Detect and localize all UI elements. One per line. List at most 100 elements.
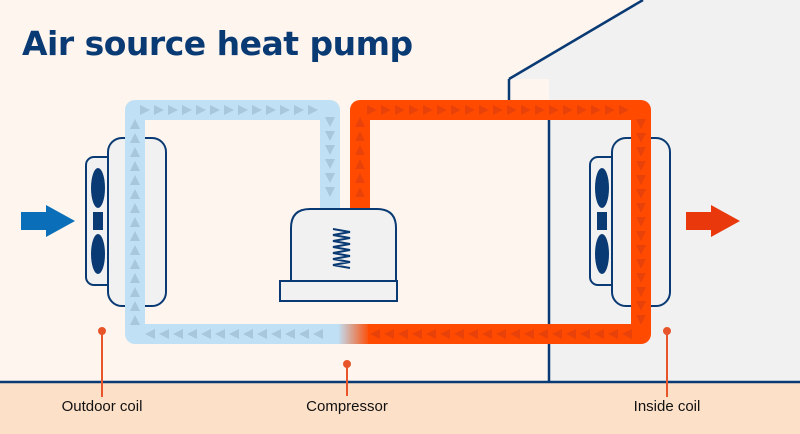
flow-chevron-icon: [451, 105, 461, 115]
flow-chevron-icon: [552, 329, 562, 339]
flow-chevron-icon: [257, 329, 267, 339]
pipe-transition: [338, 324, 370, 344]
flow-chevron-icon: [130, 315, 140, 325]
page-title: Air source heat pump: [22, 24, 413, 63]
flow-chevron-icon: [636, 161, 646, 171]
flow-chevron-icon: [636, 175, 646, 185]
flow-chevron-icon: [159, 329, 169, 339]
flow-chevron-icon: [370, 329, 380, 339]
flow-chevron-icon: [325, 159, 335, 169]
hot-pipe: [350, 100, 651, 344]
flow-chevron-icon: [130, 217, 140, 227]
flow-chevron-icon: [608, 329, 618, 339]
flow-chevron-icon: [636, 203, 646, 213]
label-inside-coil: Inside coil: [633, 398, 701, 415]
house-roof-line: [508, 0, 644, 81]
warm-air-arrow-icon: [686, 205, 740, 237]
flow-chevron-icon: [384, 329, 394, 339]
flow-chevron-icon: [412, 329, 422, 339]
flow-chevron-icon: [130, 245, 140, 255]
flow-chevron-icon: [173, 329, 183, 339]
flow-arrows: [130, 105, 646, 339]
flow-chevron-icon: [130, 119, 140, 129]
flow-chevron-icon: [454, 329, 464, 339]
flow-chevron-icon: [325, 131, 335, 141]
flow-chevron-icon: [130, 175, 140, 185]
flow-chevron-icon: [224, 105, 234, 115]
flow-chevron-icon: [398, 329, 408, 339]
flow-chevron-icon: [510, 329, 520, 339]
flow-chevron-icon: [381, 105, 391, 115]
flow-chevron-icon: [395, 105, 405, 115]
flow-chevron-icon: [636, 217, 646, 227]
flow-chevron-icon: [130, 147, 140, 157]
inside-coil: [589, 137, 671, 307]
pointer-inside-coil: [663, 327, 671, 397]
flow-chevron-icon: [130, 189, 140, 199]
flow-chevron-icon: [538, 329, 548, 339]
flow-chevron-icon: [521, 105, 531, 115]
flow-chevron-icon: [622, 329, 632, 339]
flow-chevron-icon: [636, 133, 646, 143]
fan-icon: [595, 168, 609, 274]
flow-chevron-icon: [280, 105, 290, 115]
flow-chevron-icon: [580, 329, 590, 339]
flow-chevron-icon: [130, 301, 140, 311]
cold-air-arrow-icon: [21, 205, 75, 237]
flow-chevron-icon: [325, 187, 335, 197]
flow-chevron-icon: [468, 329, 478, 339]
flow-chevron-icon: [238, 105, 248, 115]
flow-chevron-icon: [482, 329, 492, 339]
flow-chevron-icon: [308, 105, 318, 115]
flow-chevron-icon: [355, 145, 365, 155]
flow-chevron-icon: [325, 145, 335, 155]
flow-chevron-icon: [285, 329, 295, 339]
flow-chevron-icon: [479, 105, 489, 115]
spring-icon: [332, 228, 351, 269]
flow-chevron-icon: [299, 329, 309, 339]
flow-chevron-icon: [636, 189, 646, 199]
flow-chevron-icon: [210, 105, 220, 115]
flow-chevron-icon: [355, 187, 365, 197]
flow-chevron-icon: [636, 301, 646, 311]
flow-chevron-icon: [130, 231, 140, 241]
flow-chevron-icon: [313, 329, 323, 339]
flow-chevron-icon: [325, 173, 335, 183]
flow-chevron-icon: [437, 105, 447, 115]
flow-chevron-icon: [355, 173, 365, 183]
flow-chevron-icon: [423, 105, 433, 115]
flow-chevron-icon: [636, 273, 646, 283]
flow-chevron-icon: [535, 105, 545, 115]
flow-chevron-icon: [563, 105, 573, 115]
label-compressor: Compressor: [306, 398, 388, 415]
flow-chevron-icon: [636, 287, 646, 297]
flow-chevron-icon: [549, 105, 559, 115]
refrigerant-loop: [125, 100, 651, 344]
flow-chevron-icon: [465, 105, 475, 115]
compressor: [279, 208, 398, 302]
flow-chevron-icon: [130, 161, 140, 171]
flow-chevron-icon: [636, 245, 646, 255]
fan-icon: [91, 168, 105, 274]
flow-chevron-icon: [524, 329, 534, 339]
flow-chevron-icon: [409, 105, 419, 115]
flow-chevron-icon: [215, 329, 225, 339]
flow-chevron-icon: [229, 329, 239, 339]
pointer-outdoor-coil: [98, 327, 106, 397]
label-outdoor-coil: Outdoor coil: [61, 398, 143, 415]
flow-chevron-icon: [507, 105, 517, 115]
flow-chevron-icon: [636, 259, 646, 269]
flow-chevron-icon: [168, 105, 178, 115]
flow-chevron-icon: [196, 105, 206, 115]
flow-chevron-icon: [355, 117, 365, 127]
flow-chevron-icon: [426, 329, 436, 339]
flow-chevron-icon: [367, 105, 377, 115]
flow-chevron-icon: [496, 329, 506, 339]
flow-chevron-icon: [266, 105, 276, 115]
flow-chevron-icon: [182, 105, 192, 115]
flow-chevron-icon: [636, 231, 646, 241]
flow-chevron-icon: [130, 203, 140, 213]
flow-chevron-icon: [440, 329, 450, 339]
flow-chevron-icon: [130, 133, 140, 143]
